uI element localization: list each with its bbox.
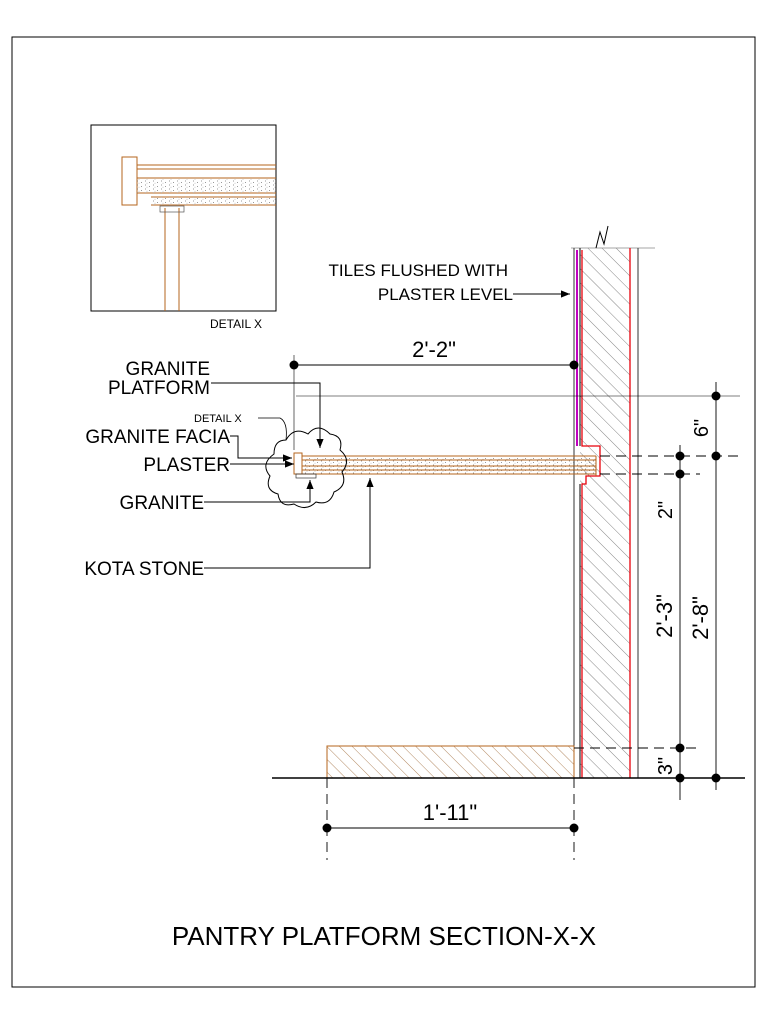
label-plaster: PLASTER [143, 455, 230, 476]
drawing-title: PANTRY PLATFORM SECTION-X-X [172, 921, 596, 951]
sheet-border [11, 36, 756, 988]
label-granite: GRANITE [120, 493, 204, 514]
granite-platform [293, 452, 597, 479]
leader-lines [204, 290, 570, 569]
note-tiles-line2: PLASTER LEVEL [378, 285, 513, 304]
detail-x-caption: DETAIL X [210, 317, 262, 331]
detail-x-inset: DETAIL X [90, 124, 277, 331]
note-tiles-line1: TILES FLUSHED WITH [329, 261, 508, 280]
dim-platform-depth: 2'-2" [412, 337, 456, 362]
label-granite-platform-1: GRANITE [126, 359, 210, 380]
base-block [272, 745, 745, 779]
dim-base-width: 1'-11" [423, 800, 477, 825]
dim-six-in: 6" [691, 419, 713, 437]
dim-two-eight: 2'-8" [688, 596, 713, 640]
dim-three-in: 3" [655, 757, 677, 775]
detail-x-cloud [265, 427, 347, 508]
label-granite-platform-2: PLATFORM [108, 378, 210, 399]
dim-two-in: 2" [655, 501, 677, 519]
dimension-lines [293, 355, 740, 860]
wall-section [571, 225, 655, 778]
dimension-dots [289, 360, 721, 833]
dim-two-three: 2'-3" [652, 594, 677, 638]
label-granite-facia: GRANITE FACIA [85, 427, 230, 448]
detail-x-callout-label: DETAIL X [194, 413, 242, 425]
label-kota-stone: KOTA STONE [84, 559, 204, 580]
